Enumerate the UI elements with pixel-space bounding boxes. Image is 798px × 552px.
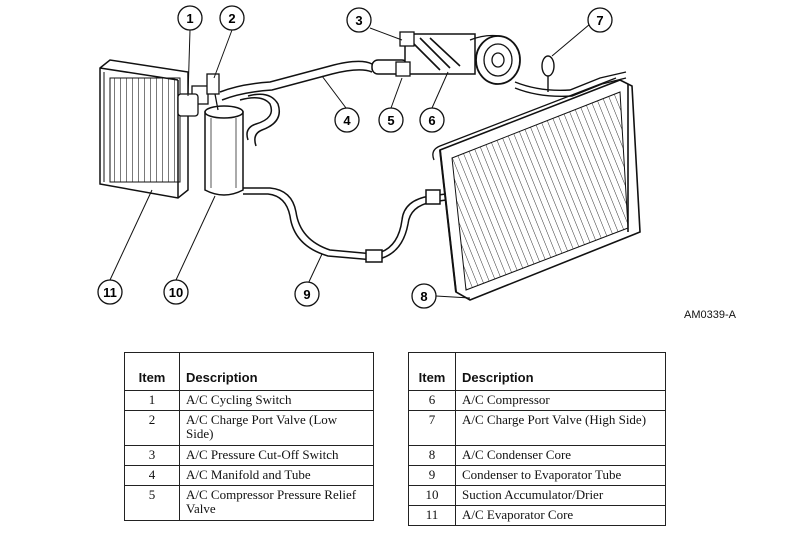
description-header: Description (455, 352, 666, 391)
liquid-line (243, 187, 447, 263)
evaporator-core (99, 59, 189, 199)
svg-text:1: 1 (186, 11, 193, 26)
callout-10: 10 (163, 279, 189, 305)
callout-leaders (109, 23, 591, 299)
callout-6: 6 (419, 107, 445, 133)
callout-9: 9 (294, 281, 320, 307)
condenser-core (432, 77, 641, 301)
svg-text:8: 8 (420, 289, 427, 304)
svg-text:7: 7 (596, 13, 603, 28)
svg-text:10: 10 (169, 285, 183, 300)
figure-code: AM0339-A (684, 309, 736, 321)
callout-4: 4 (334, 107, 360, 133)
manifold-tube (219, 59, 409, 147)
svg-text:11: 11 (103, 285, 117, 300)
callout-3: 3 (346, 7, 372, 33)
callout-7: 7 (587, 7, 613, 33)
description-header: Description (179, 352, 374, 391)
callout-2: 2 (219, 5, 245, 31)
svg-text:2: 2 (228, 11, 235, 26)
callout-1: 1 (177, 5, 203, 31)
svg-text:9: 9 (303, 287, 310, 302)
ac-system-diagram: 1 2 3 4 5 6 7 8 9 10 11 (97, 5, 641, 309)
callout-5: 5 (378, 107, 404, 133)
svg-text:3: 3 (355, 13, 362, 28)
item-header: Item (408, 352, 456, 391)
compressor (395, 31, 521, 85)
svg-text:5: 5 (387, 113, 394, 128)
svg-text:6: 6 (428, 113, 435, 128)
callout-11: 11 (97, 279, 123, 305)
svg-text:4: 4 (343, 113, 351, 128)
item-header: Item (124, 352, 180, 391)
callout-8: 8 (411, 283, 437, 309)
high-side-line (514, 55, 627, 98)
suction-accumulator (177, 73, 244, 196)
